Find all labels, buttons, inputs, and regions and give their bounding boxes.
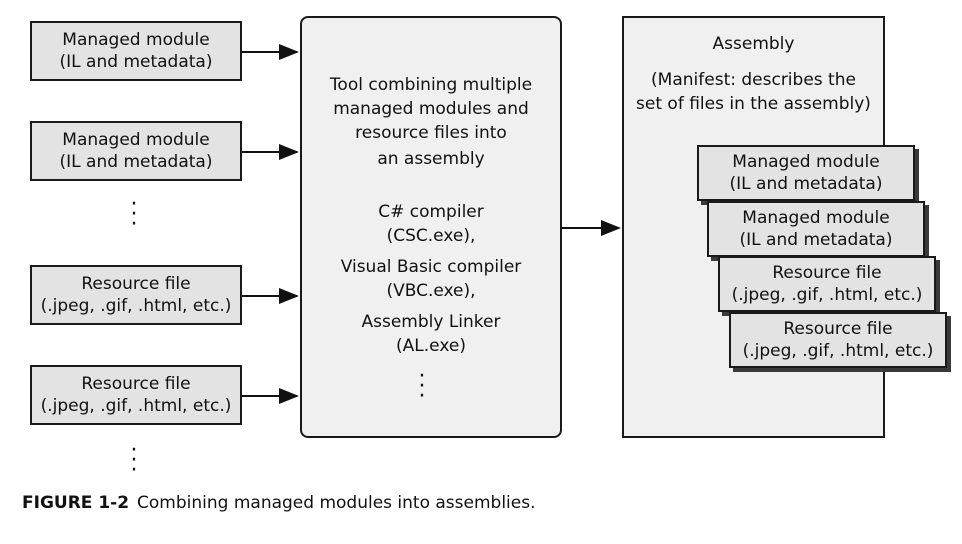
file-line1: Managed module bbox=[742, 208, 890, 228]
input-line1: Managed module bbox=[62, 30, 210, 50]
tool-desc-line-2: managed modules and bbox=[333, 99, 529, 119]
assembly-manifest-line-2: set of files in the assembly) bbox=[636, 94, 871, 114]
figure-label: FIGURE 1-2 bbox=[22, 493, 130, 513]
file-line2: (.jpeg, .gif, .html, etc.) bbox=[731, 285, 923, 305]
tool-box: Tool combining multiple managed modules … bbox=[300, 16, 562, 438]
input-line1: Resource file bbox=[81, 274, 191, 294]
assembly-manifest-line-1: (Manifest: describes the bbox=[651, 70, 856, 90]
file-line1: Resource file bbox=[772, 263, 882, 283]
input-line2: (IL and metadata) bbox=[59, 52, 213, 72]
figure-caption: FIGURE 1-2 Combining managed modules into… bbox=[22, 492, 536, 514]
input-resource-file-1: Resource file (.jpeg, .gif, .html, etc.) bbox=[30, 265, 242, 325]
ellipsis-vertical-tool: ··· bbox=[418, 364, 426, 409]
tool-compiler-line-1: C# compiler bbox=[378, 202, 484, 222]
assembly-file-resource-2: Resource file (.jpeg, .gif, .html, etc.) bbox=[729, 312, 947, 368]
file-line2: (IL and metadata) bbox=[739, 230, 893, 250]
tool-compiler-line-6: (AL.exe) bbox=[396, 336, 466, 356]
file-line2: (.jpeg, .gif, .html, etc.) bbox=[742, 341, 934, 361]
input-line2: (.jpeg, .gif, .html, etc.) bbox=[40, 396, 232, 416]
tool-compiler-line-5: Assembly Linker bbox=[361, 312, 501, 332]
assembly-file-managed-module-1: Managed module (IL and metadata) bbox=[697, 145, 915, 201]
input-line2: (.jpeg, .gif, .html, etc.) bbox=[40, 296, 232, 316]
tool-compiler-line-2: (CSC.exe), bbox=[386, 226, 476, 246]
ellipsis-vertical-1: ··· bbox=[130, 192, 138, 237]
ellipsis-vertical-2: ··· bbox=[130, 438, 138, 483]
figure-text: Combining managed modules into assemblie… bbox=[137, 493, 536, 513]
assembly-file-managed-module-2: Managed module (IL and metadata) bbox=[707, 201, 925, 257]
tool-desc-line-3: resource files into bbox=[355, 123, 507, 143]
tool-compiler-line-3: Visual Basic compiler bbox=[340, 257, 522, 277]
file-line2: (IL and metadata) bbox=[729, 174, 883, 194]
assembly-title: Assembly bbox=[712, 34, 795, 54]
tool-compiler-line-4: (VBC.exe), bbox=[386, 281, 476, 301]
input-line2: (IL and metadata) bbox=[59, 152, 213, 172]
file-line1: Managed module bbox=[732, 152, 880, 172]
input-line1: Resource file bbox=[81, 374, 191, 394]
tool-desc-line-1: Tool combining multiple bbox=[329, 75, 533, 95]
assembly-file-resource-1: Resource file (.jpeg, .gif, .html, etc.) bbox=[718, 256, 936, 312]
input-resource-file-2: Resource file (.jpeg, .gif, .html, etc.) bbox=[30, 365, 242, 425]
input-managed-module-1: Managed module (IL and metadata) bbox=[30, 21, 242, 81]
tool-desc-line-4: an assembly bbox=[377, 149, 485, 169]
input-managed-module-2: Managed module (IL and metadata) bbox=[30, 121, 242, 181]
input-line1: Managed module bbox=[62, 130, 210, 150]
file-line1: Resource file bbox=[783, 319, 893, 339]
